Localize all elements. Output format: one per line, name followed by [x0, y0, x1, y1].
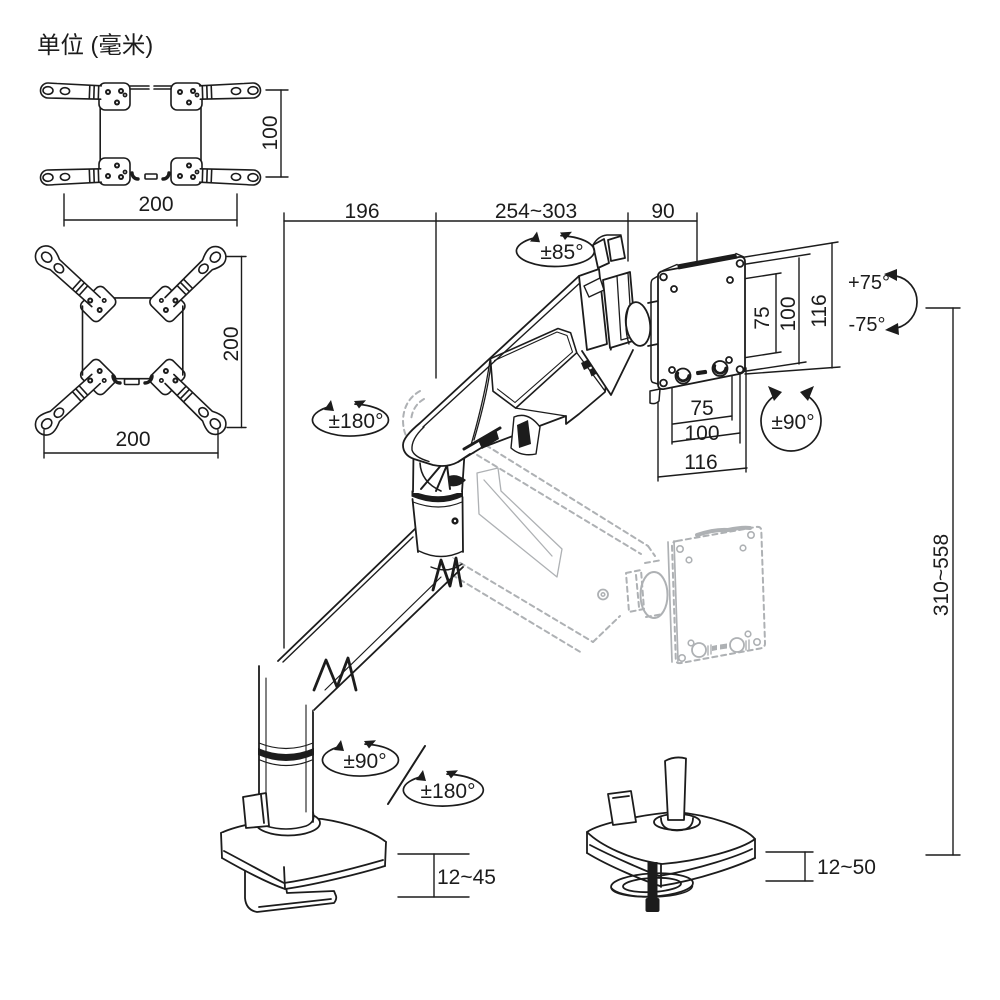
svg-text:100: 100 — [777, 296, 800, 331]
svg-text:±180°: ±180° — [329, 410, 384, 433]
svg-text:-75°: -75° — [849, 314, 886, 336]
svg-text:310~558: 310~558 — [930, 534, 953, 616]
svg-text:75: 75 — [690, 397, 713, 420]
svg-text:75: 75 — [751, 306, 774, 329]
svg-text:200: 200 — [220, 326, 243, 361]
svg-text:100: 100 — [259, 115, 282, 150]
svg-text:±90°: ±90° — [343, 750, 386, 773]
svg-text:±85°: ±85° — [540, 241, 583, 264]
svg-text:单位 (毫米): 单位 (毫米) — [37, 32, 153, 58]
svg-text:196: 196 — [344, 200, 379, 223]
svg-text:±90°: ±90° — [771, 411, 814, 434]
svg-text:116: 116 — [684, 451, 717, 474]
svg-text:12~50: 12~50 — [817, 856, 876, 879]
svg-text:116: 116 — [808, 294, 831, 327]
svg-text:12~45: 12~45 — [437, 866, 496, 889]
svg-text:200: 200 — [138, 193, 173, 216]
svg-text:90: 90 — [651, 200, 674, 223]
svg-text:100: 100 — [684, 422, 719, 445]
svg-text:±180°: ±180° — [421, 780, 476, 803]
svg-text:200: 200 — [115, 428, 150, 451]
svg-text:+75°: +75° — [848, 272, 890, 294]
svg-text:254~303: 254~303 — [495, 200, 577, 223]
